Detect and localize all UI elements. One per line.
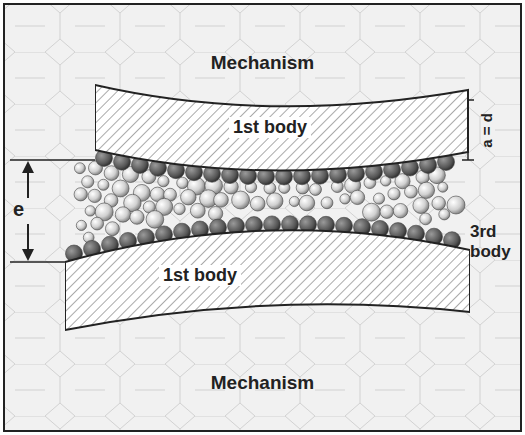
particle: [250, 196, 265, 211]
particle: [299, 195, 315, 211]
particle: [181, 189, 196, 204]
particle: [190, 203, 205, 218]
dimension-line: [10, 261, 70, 263]
particle: [373, 193, 384, 204]
particle: [146, 211, 164, 229]
mechanism-ground: [4, 4, 521, 431]
body-label: 1st body: [229, 117, 311, 138]
particle: [88, 189, 101, 202]
particle: [363, 203, 381, 221]
mechanism-region: Mechanism: [170, 368, 355, 398]
particle: [350, 190, 364, 204]
particle: [393, 203, 407, 217]
particle: [404, 185, 417, 198]
particle: [76, 220, 86, 230]
particle: [289, 196, 299, 206]
dimension-label: a = d: [478, 113, 495, 148]
particle: [177, 177, 188, 188]
particle: [232, 191, 250, 209]
dimension-tick: [462, 159, 474, 161]
particle: [208, 206, 222, 220]
particle: [74, 163, 85, 174]
particle: [310, 184, 322, 196]
third-body-label: 3rd body: [470, 222, 520, 261]
particle: [418, 182, 434, 198]
particle: [321, 197, 333, 209]
mechanism-label: Mechanism: [211, 52, 314, 74]
particle: [214, 193, 229, 208]
particle: [388, 188, 400, 200]
mechanism-region: Mechanism: [170, 48, 355, 78]
particle: [174, 203, 185, 214]
particle: [98, 179, 109, 190]
particle: [91, 217, 104, 230]
particle: [85, 206, 95, 216]
first-body-slab: 1st body: [95, 82, 470, 194]
particle: [380, 205, 394, 219]
particle: [439, 209, 450, 220]
particle: [130, 210, 144, 224]
particle: [115, 207, 130, 222]
slab-outline: [95, 82, 470, 194]
particle: [413, 197, 429, 213]
particle: [82, 176, 94, 188]
particle: [438, 182, 448, 192]
dimension-label: e: [13, 198, 24, 221]
particle: [447, 196, 465, 214]
slab-outline: [65, 203, 470, 333]
particle: [432, 196, 446, 210]
particle: [340, 194, 350, 204]
particle: [267, 193, 283, 209]
particle: [105, 222, 119, 236]
dimension-line: [10, 159, 95, 161]
body-label: 1st body: [159, 265, 241, 286]
particle: [74, 188, 87, 201]
particle: [158, 176, 169, 187]
mechanism-label: Mechanism: [211, 372, 314, 394]
particle: [420, 213, 432, 225]
first-body-slab: 1st body: [65, 203, 470, 333]
